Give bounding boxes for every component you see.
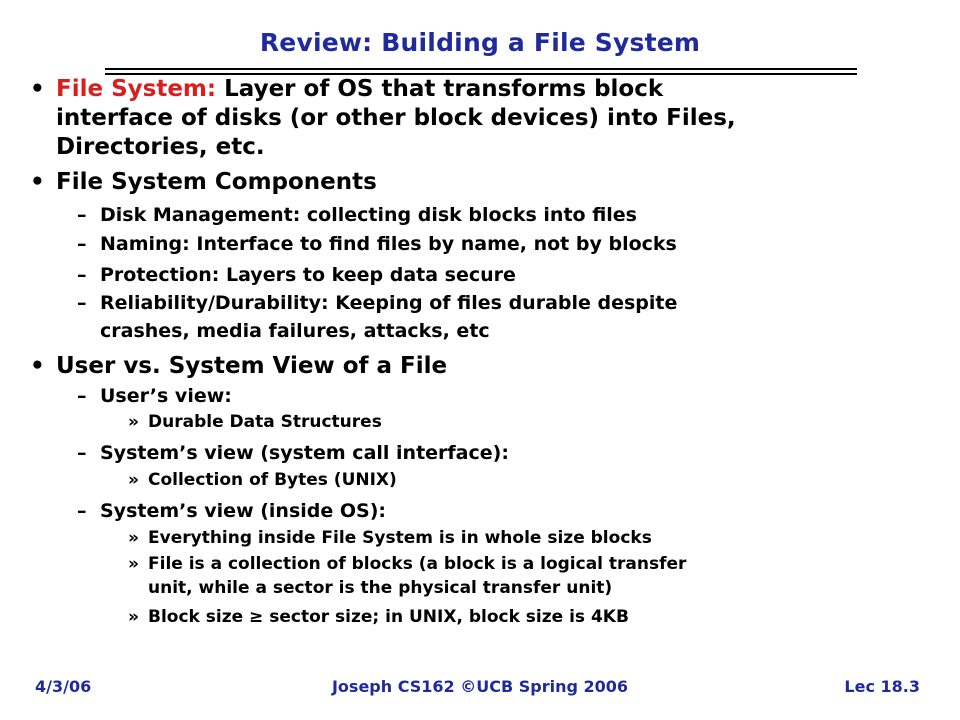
inside-os-detail-block-size: » Block size ≥ sector size; in UNIX, blo…: [128, 605, 629, 630]
dash-marker: –: [77, 233, 87, 255]
dash-marker: –: [77, 442, 87, 464]
bullet-marker: •: [30, 353, 45, 379]
view-text: System’s view (system call interface):: [100, 442, 509, 464]
component-reliability-line2: crashes, media failures, attacks, etc: [100, 320, 490, 342]
dash-marker: –: [77, 292, 87, 314]
footer-lecture: Lec 18.3: [844, 677, 920, 696]
sub-marker: »: [128, 412, 139, 432]
component-disk-management: – Disk Management: collecting disk block…: [77, 202, 637, 229]
detail-text: File is a collection of blocks (a block …: [148, 554, 687, 574]
users-view-detail: » Durable Data Structures: [128, 410, 382, 435]
component-text: Disk Management: collecting disk blocks …: [100, 204, 637, 226]
component-text: Protection: Layers to keep data secure: [100, 264, 516, 286]
file-system-definition-line3: Directories, etc.: [56, 134, 265, 160]
bullet-marker: •: [30, 76, 45, 102]
inside-os-detail-blocks: » Everything inside File System is in wh…: [128, 526, 652, 551]
slide-title: Review: Building a File System: [259, 28, 701, 57]
component-protection: – Protection: Layers to keep data secure: [77, 262, 516, 289]
system-call-view-detail: » Collection of Bytes (UNIX): [128, 468, 397, 493]
dash-marker: –: [77, 264, 87, 286]
view-text: User’s view:: [100, 385, 232, 407]
file-system-term: File System:: [56, 76, 217, 102]
sub-marker: »: [128, 528, 139, 548]
view-text: System’s view (inside OS):: [100, 500, 387, 522]
inside-os-view: – System’s view (inside OS):: [77, 498, 387, 525]
component-text: Reliability/Durability: Keeping of files…: [100, 292, 678, 314]
detail-text: Everything inside File System is in whol…: [148, 528, 652, 548]
dash-marker: –: [77, 500, 87, 522]
inside-os-detail-file-line2: unit, while a sector is the physical tra…: [148, 578, 613, 598]
file-system-definition-line2: interface of disks (or other block devic…: [56, 105, 736, 131]
users-view: – User’s view:: [77, 383, 232, 410]
dash-marker: –: [77, 385, 87, 407]
detail-text: Block size ≥ sector size; in UNIX, block…: [148, 607, 629, 627]
detail-text: Durable Data Structures: [148, 412, 382, 432]
user-vs-system-heading: User vs. System View of a File: [56, 353, 448, 379]
bullet-marker: •: [30, 169, 45, 195]
system-call-view: – System’s view (system call interface):: [77, 440, 509, 467]
title-underline-bottom: [105, 73, 857, 75]
component-text: Naming: Interface to find files by name,…: [100, 233, 677, 255]
title-underline-top: [105, 68, 857, 70]
inside-os-detail-file: » File is a collection of blocks (a bloc…: [128, 552, 687, 577]
sub-marker: »: [128, 470, 139, 490]
footer-date: 4/3/06: [35, 677, 92, 696]
bullet-file-system: • File System: Layer of OS that transfor…: [30, 75, 664, 104]
detail-text: Collection of Bytes (UNIX): [148, 470, 397, 490]
component-reliability: – Reliability/Durability: Keeping of fil…: [77, 290, 678, 317]
file-system-definition-line1: Layer of OS that transforms block: [224, 76, 664, 102]
sub-marker: »: [128, 607, 139, 627]
components-heading: File System Components: [56, 169, 377, 195]
sub-marker: »: [128, 554, 139, 574]
bullet-components: • File System Components: [30, 168, 377, 197]
bullet-user-vs-system: • User vs. System View of a File: [30, 352, 448, 381]
footer-course: Joseph CS162 ©UCB Spring 2006: [331, 677, 629, 696]
dash-marker: –: [77, 204, 87, 226]
component-naming: – Naming: Interface to find files by nam…: [77, 231, 677, 258]
